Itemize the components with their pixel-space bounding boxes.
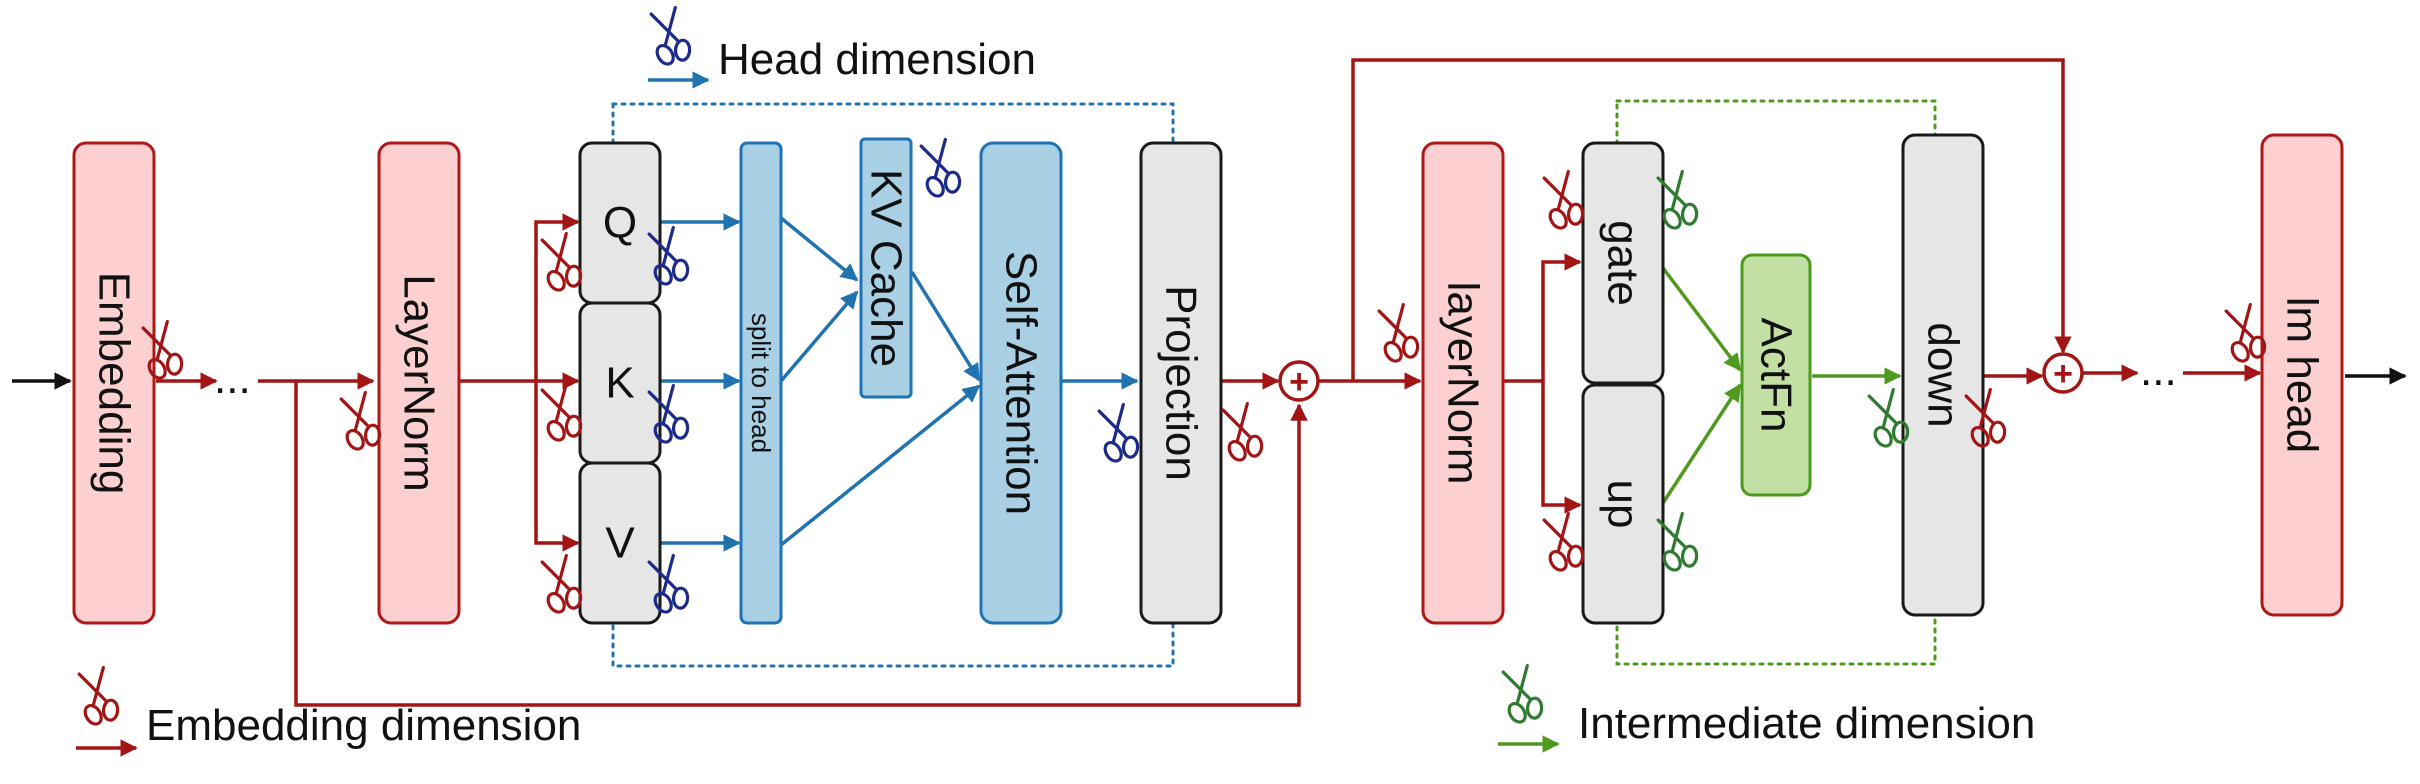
up-to-actfn xyxy=(1661,383,1742,504)
down-block: down xyxy=(1901,133,1985,617)
down-label: down xyxy=(1919,322,1968,427)
residual-add-1-symbol: + xyxy=(1289,363,1309,401)
layernorm-to-v xyxy=(534,381,580,552)
lm-head-block: lm head xyxy=(2260,133,2344,617)
layernorm-2-block: layerNorm xyxy=(1421,141,1505,625)
scissors-icon xyxy=(71,664,125,731)
self-attention-block: Self-Attention xyxy=(979,141,1063,625)
residual-skip-2 xyxy=(1351,58,2072,381)
embedding-block: Embedding xyxy=(72,141,156,625)
up-label: up xyxy=(1599,480,1648,529)
self-attention-label: Self-Attention xyxy=(997,251,1046,515)
v-label: V xyxy=(605,519,635,568)
legend-head-dimension-label: Head dimension xyxy=(718,35,1036,84)
k-label: K xyxy=(605,359,634,408)
v-block: V xyxy=(578,461,662,625)
kv-cache-block: KV Cache xyxy=(859,137,913,399)
split-to-kvcache-2 xyxy=(779,290,859,383)
legend-embedding-dimension: Embedding dimension xyxy=(71,664,581,757)
scissors-icon xyxy=(1495,662,1549,729)
legend-intermediate-dimension: Intermediate dimension xyxy=(1495,662,2035,753)
layernorm-2-label: layerNorm xyxy=(1439,282,1488,485)
q-label: Q xyxy=(603,199,637,248)
scissors-icon xyxy=(643,4,697,71)
legend-intermediate-dimension-label: Intermediate dimension xyxy=(1578,699,2035,748)
residual-skip-1 xyxy=(294,381,1308,707)
actfn-block: ActFn xyxy=(1740,253,1812,497)
kvcache-to-attention xyxy=(910,271,981,382)
ellipsis-1: ... xyxy=(214,354,251,403)
scissors-icon xyxy=(913,136,967,203)
scissors-icon xyxy=(1215,400,1269,467)
lm-head-label: lm head xyxy=(2278,297,2327,454)
layernorm-1-block: LayerNorm xyxy=(377,141,461,625)
split-to-head-block: split to head xyxy=(739,141,783,625)
scissors-icon xyxy=(333,389,387,456)
embedding-label: Embedding xyxy=(90,272,139,495)
scissors-icon xyxy=(534,380,588,447)
q-block: Q xyxy=(578,141,662,305)
actfn-label: ActFn xyxy=(1752,318,1801,433)
gate-label: gate xyxy=(1599,220,1648,306)
ellipsis-2: ... xyxy=(2140,346,2177,395)
split-to-kvcache-1 xyxy=(779,216,859,282)
legend-embedding-dimension-label: Embedding dimension xyxy=(146,701,581,750)
scissors-icon xyxy=(1536,510,1590,577)
scissors-icon xyxy=(1536,168,1590,235)
scissors-icon xyxy=(534,230,588,297)
layernorm-to-up xyxy=(1541,381,1582,514)
scissors-icon xyxy=(534,552,588,619)
layernorm-to-q xyxy=(534,213,580,381)
projection-label: Projection xyxy=(1157,285,1206,481)
kv-cache-label: KV Cache xyxy=(862,169,911,367)
legend-head-dimension: Head dimension xyxy=(643,4,1036,89)
layernorm-to-gate xyxy=(1504,253,1582,383)
scissors-icon xyxy=(1091,401,1145,468)
k-block: K xyxy=(578,301,662,465)
split-to-head-label: split to head xyxy=(746,313,776,453)
gate-block: gate xyxy=(1581,141,1665,385)
gate-to-actfn xyxy=(1661,266,1742,372)
up-block: up xyxy=(1581,383,1665,625)
split-to-attention xyxy=(779,384,981,547)
projection-block: Projection xyxy=(1139,141,1223,625)
residual-add-2-symbol: + xyxy=(2053,355,2073,393)
scissors-icon xyxy=(1371,301,1425,368)
layernorm-1-label: LayerNorm xyxy=(395,274,444,492)
